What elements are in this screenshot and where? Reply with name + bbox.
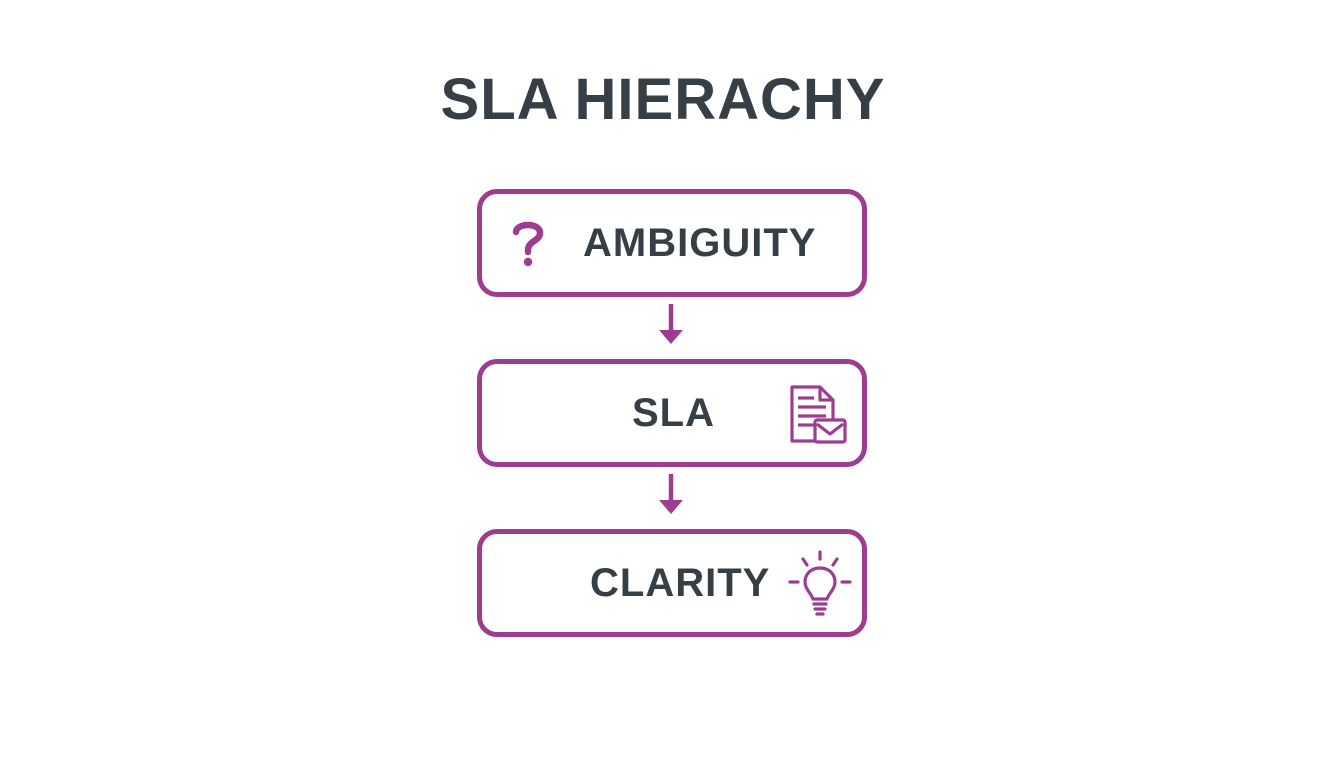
down-arrow-icon: [659, 304, 683, 344]
step-label-clarity: CLARITY: [590, 561, 771, 605]
diagram-title: SLA HIERACHY: [440, 67, 886, 132]
step-box-sla: SLA: [477, 359, 867, 467]
step-box-clarity: CLARITY: [477, 529, 867, 637]
lightbulb-icon: [788, 550, 852, 616]
document-check-icon: [790, 385, 847, 444]
down-arrow-icon: [659, 474, 683, 514]
step-label-sla: SLA: [632, 391, 715, 435]
question-mark-icon: [512, 221, 544, 267]
step-box-ambiguity: AMBIGUITY: [477, 189, 867, 297]
step-label-ambiguity: AMBIGUITY: [583, 221, 817, 265]
